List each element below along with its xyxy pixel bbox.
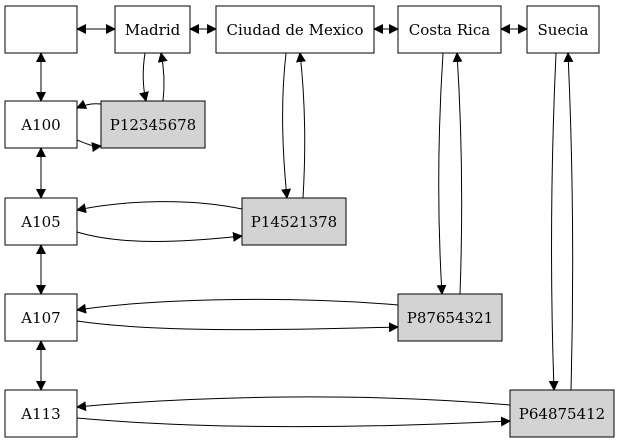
node-a107-label: A107 — [20, 309, 60, 327]
node-ciudad-de-mexico-label: Ciudad de Mexico — [226, 21, 363, 39]
node-a113-box — [4, 389, 78, 438]
edge-ciudad-to-p14521378 — [281, 52, 292, 199]
node-p64875412: P64875412 — [509, 389, 615, 438]
edge-a113-to-p64875412 — [76, 416, 511, 428]
node-costa-rica-box — [397, 5, 502, 54]
edge-costa-rica-to-p87654321 — [436, 52, 447, 295]
node-p64875412-box — [509, 389, 615, 438]
node-costa-rica: Costa Rica — [397, 5, 502, 54]
edge-p12345678-to-a100 — [76, 99, 102, 109]
node-a107-box — [4, 293, 78, 342]
edge-p87654321-to-costa-rica — [452, 52, 463, 295]
edge-madrid-to-p12345678 — [139, 52, 149, 102]
edge-p14521378-to-ciudad — [296, 52, 306, 199]
edge-p64875412-to-suecia — [563, 52, 574, 391]
node-header-blank — [4, 5, 78, 54]
node-costa-rica-label: Costa Rica — [409, 21, 490, 39]
edge-a105-to-p14521378 — [76, 231, 243, 242]
node-p87654321: P87654321 — [397, 293, 503, 342]
node-p12345678: P12345678 — [100, 100, 206, 149]
node-a105-label: A105 — [20, 213, 60, 231]
node-a105: A105 — [4, 197, 78, 246]
node-a113: A113 — [4, 389, 78, 438]
node-p12345678-box — [100, 100, 206, 149]
node-p14521378-box — [241, 197, 347, 246]
edges-layer — [36, 24, 574, 428]
node-p14521378-label: P14521378 — [251, 213, 337, 231]
node-a100-label: A100 — [20, 116, 60, 134]
edge-p64875412-to-a113 — [76, 396, 511, 412]
edge-p14521378-to-a105 — [76, 201, 243, 214]
nodes-layer: Madrid Ciudad de Mexico Costa Rica Sueci… — [4, 5, 615, 438]
node-suecia-box — [526, 5, 600, 54]
edge-p12345678-to-madrid — [157, 52, 168, 102]
node-suecia: Suecia — [526, 5, 600, 54]
node-p87654321-box — [397, 293, 503, 342]
node-ciudad-de-mexico-box — [215, 5, 375, 54]
node-a100: A100 — [4, 100, 78, 149]
node-suecia-label: Suecia — [538, 21, 589, 39]
node-p12345678-label: P12345678 — [110, 116, 196, 134]
edge-a100-to-p12345678 — [76, 139, 102, 153]
node-p87654321-label: P87654321 — [407, 309, 493, 327]
node-madrid: Madrid — [114, 5, 191, 54]
edge-p87654321-to-a107 — [76, 298, 399, 314]
node-header-blank-box — [4, 5, 78, 54]
node-madrid-box — [114, 5, 191, 54]
edge-suecia-to-p64875412 — [548, 52, 559, 391]
node-a100-box — [4, 100, 78, 149]
node-p64875412-label: P64875412 — [519, 405, 605, 423]
node-ciudad-de-mexico: Ciudad de Mexico — [215, 5, 375, 54]
node-a105-box — [4, 197, 78, 246]
node-madrid-label: Madrid — [125, 21, 181, 39]
node-p14521378: P14521378 — [241, 197, 347, 246]
node-a113-label: A113 — [20, 405, 60, 423]
node-a107: A107 — [4, 293, 78, 342]
edge-a107-to-p87654321 — [76, 320, 399, 333]
